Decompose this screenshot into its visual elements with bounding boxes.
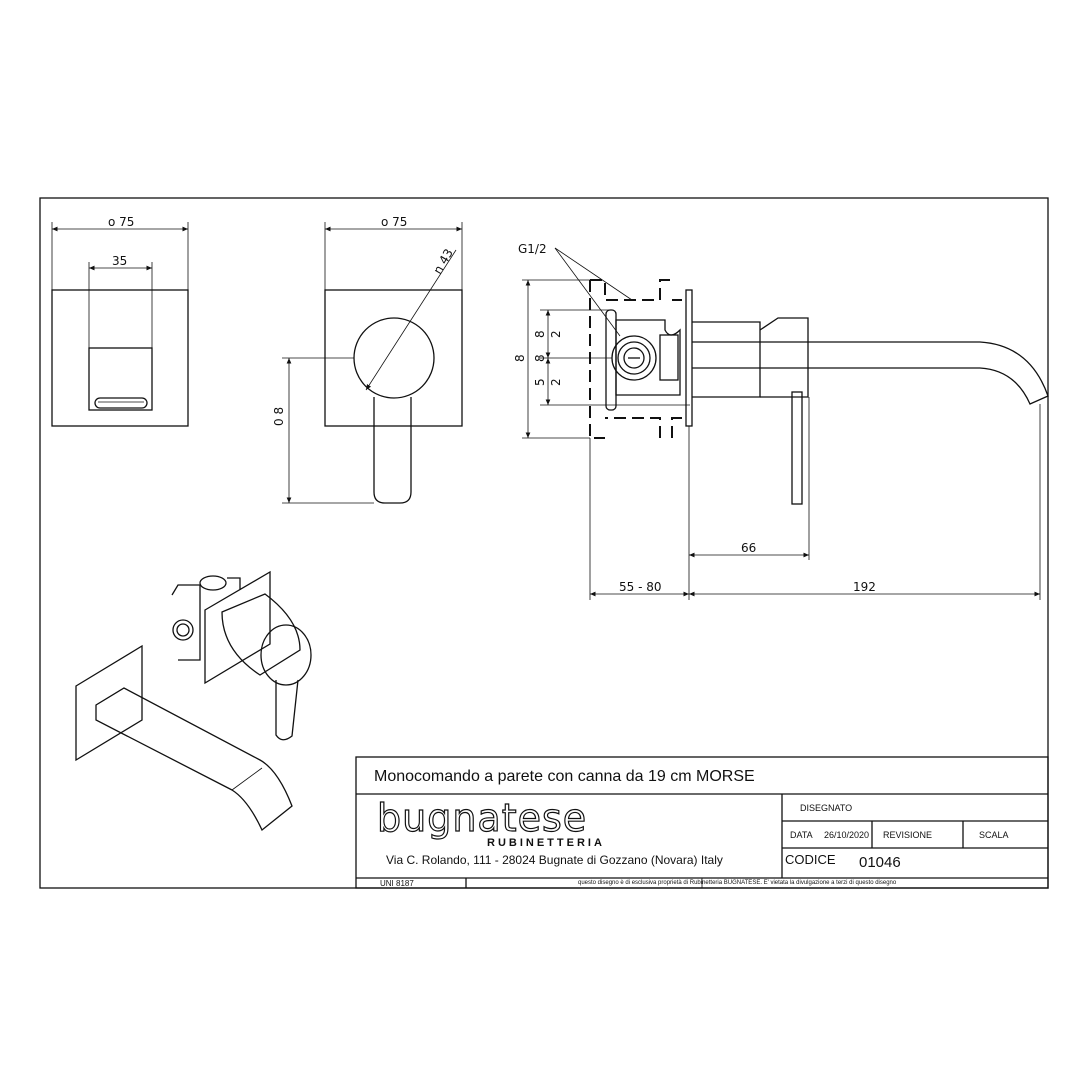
label-thread: G1/2 <box>518 242 547 256</box>
dim-side-width: ο 75 <box>381 215 407 229</box>
standard-label: UNI 8187 <box>380 879 414 888</box>
dim-handle-diameter: n 43 <box>430 246 455 276</box>
dim-body-total: 8 <box>513 354 527 362</box>
dim-body-upper-b: 2 <box>549 330 563 338</box>
data-value: 26/10/2020 <box>824 830 869 840</box>
isometric-view <box>75 570 312 832</box>
dim-spout-reach: 192 <box>853 580 876 594</box>
address: Via C. Rolando, 111 - 28024 Bugnate di G… <box>386 853 723 867</box>
dim-side-height: 0 8 <box>272 407 286 426</box>
dim-front-inner: 35 <box>112 254 127 268</box>
section-view: G1/2 8 8 2 8 5 2 66 55 - 80 192 <box>513 242 1049 600</box>
dim-front-width: ο 75 <box>108 215 134 229</box>
dim-body-upper-a: 8 <box>533 330 547 338</box>
codice-label: CODICE <box>785 852 836 867</box>
dim-body-lower-a: 5 <box>533 378 547 386</box>
handle-view: ο 75 n 43 0 8 <box>272 215 463 504</box>
drawing-title: Monocomando a parete con canna da 19 cm … <box>374 768 755 785</box>
data-label: DATA <box>790 830 813 840</box>
front-view: ο 75 35 <box>51 215 189 427</box>
codice-value: 01046 <box>859 854 901 871</box>
disclaimer: questo disegno è di esclusiva proprietà … <box>578 880 897 886</box>
logo-bugnatese: bugnatese <box>377 796 587 840</box>
disegnato-label: DISEGNATO <box>800 803 852 813</box>
scala-label: SCALA <box>979 830 1009 840</box>
dim-handle-reach: 66 <box>741 541 756 555</box>
dim-body-lower-b: 2 <box>549 378 563 386</box>
logo-subtext: RUBINETTERIA <box>487 837 605 849</box>
dim-wall-depth: 55 - 80 <box>619 580 662 594</box>
dim-body-mid: 8 <box>533 354 547 362</box>
title-block: Monocomando a parete con canna da 19 cm … <box>355 756 1049 889</box>
revisione-label: REVISIONE <box>883 830 932 840</box>
